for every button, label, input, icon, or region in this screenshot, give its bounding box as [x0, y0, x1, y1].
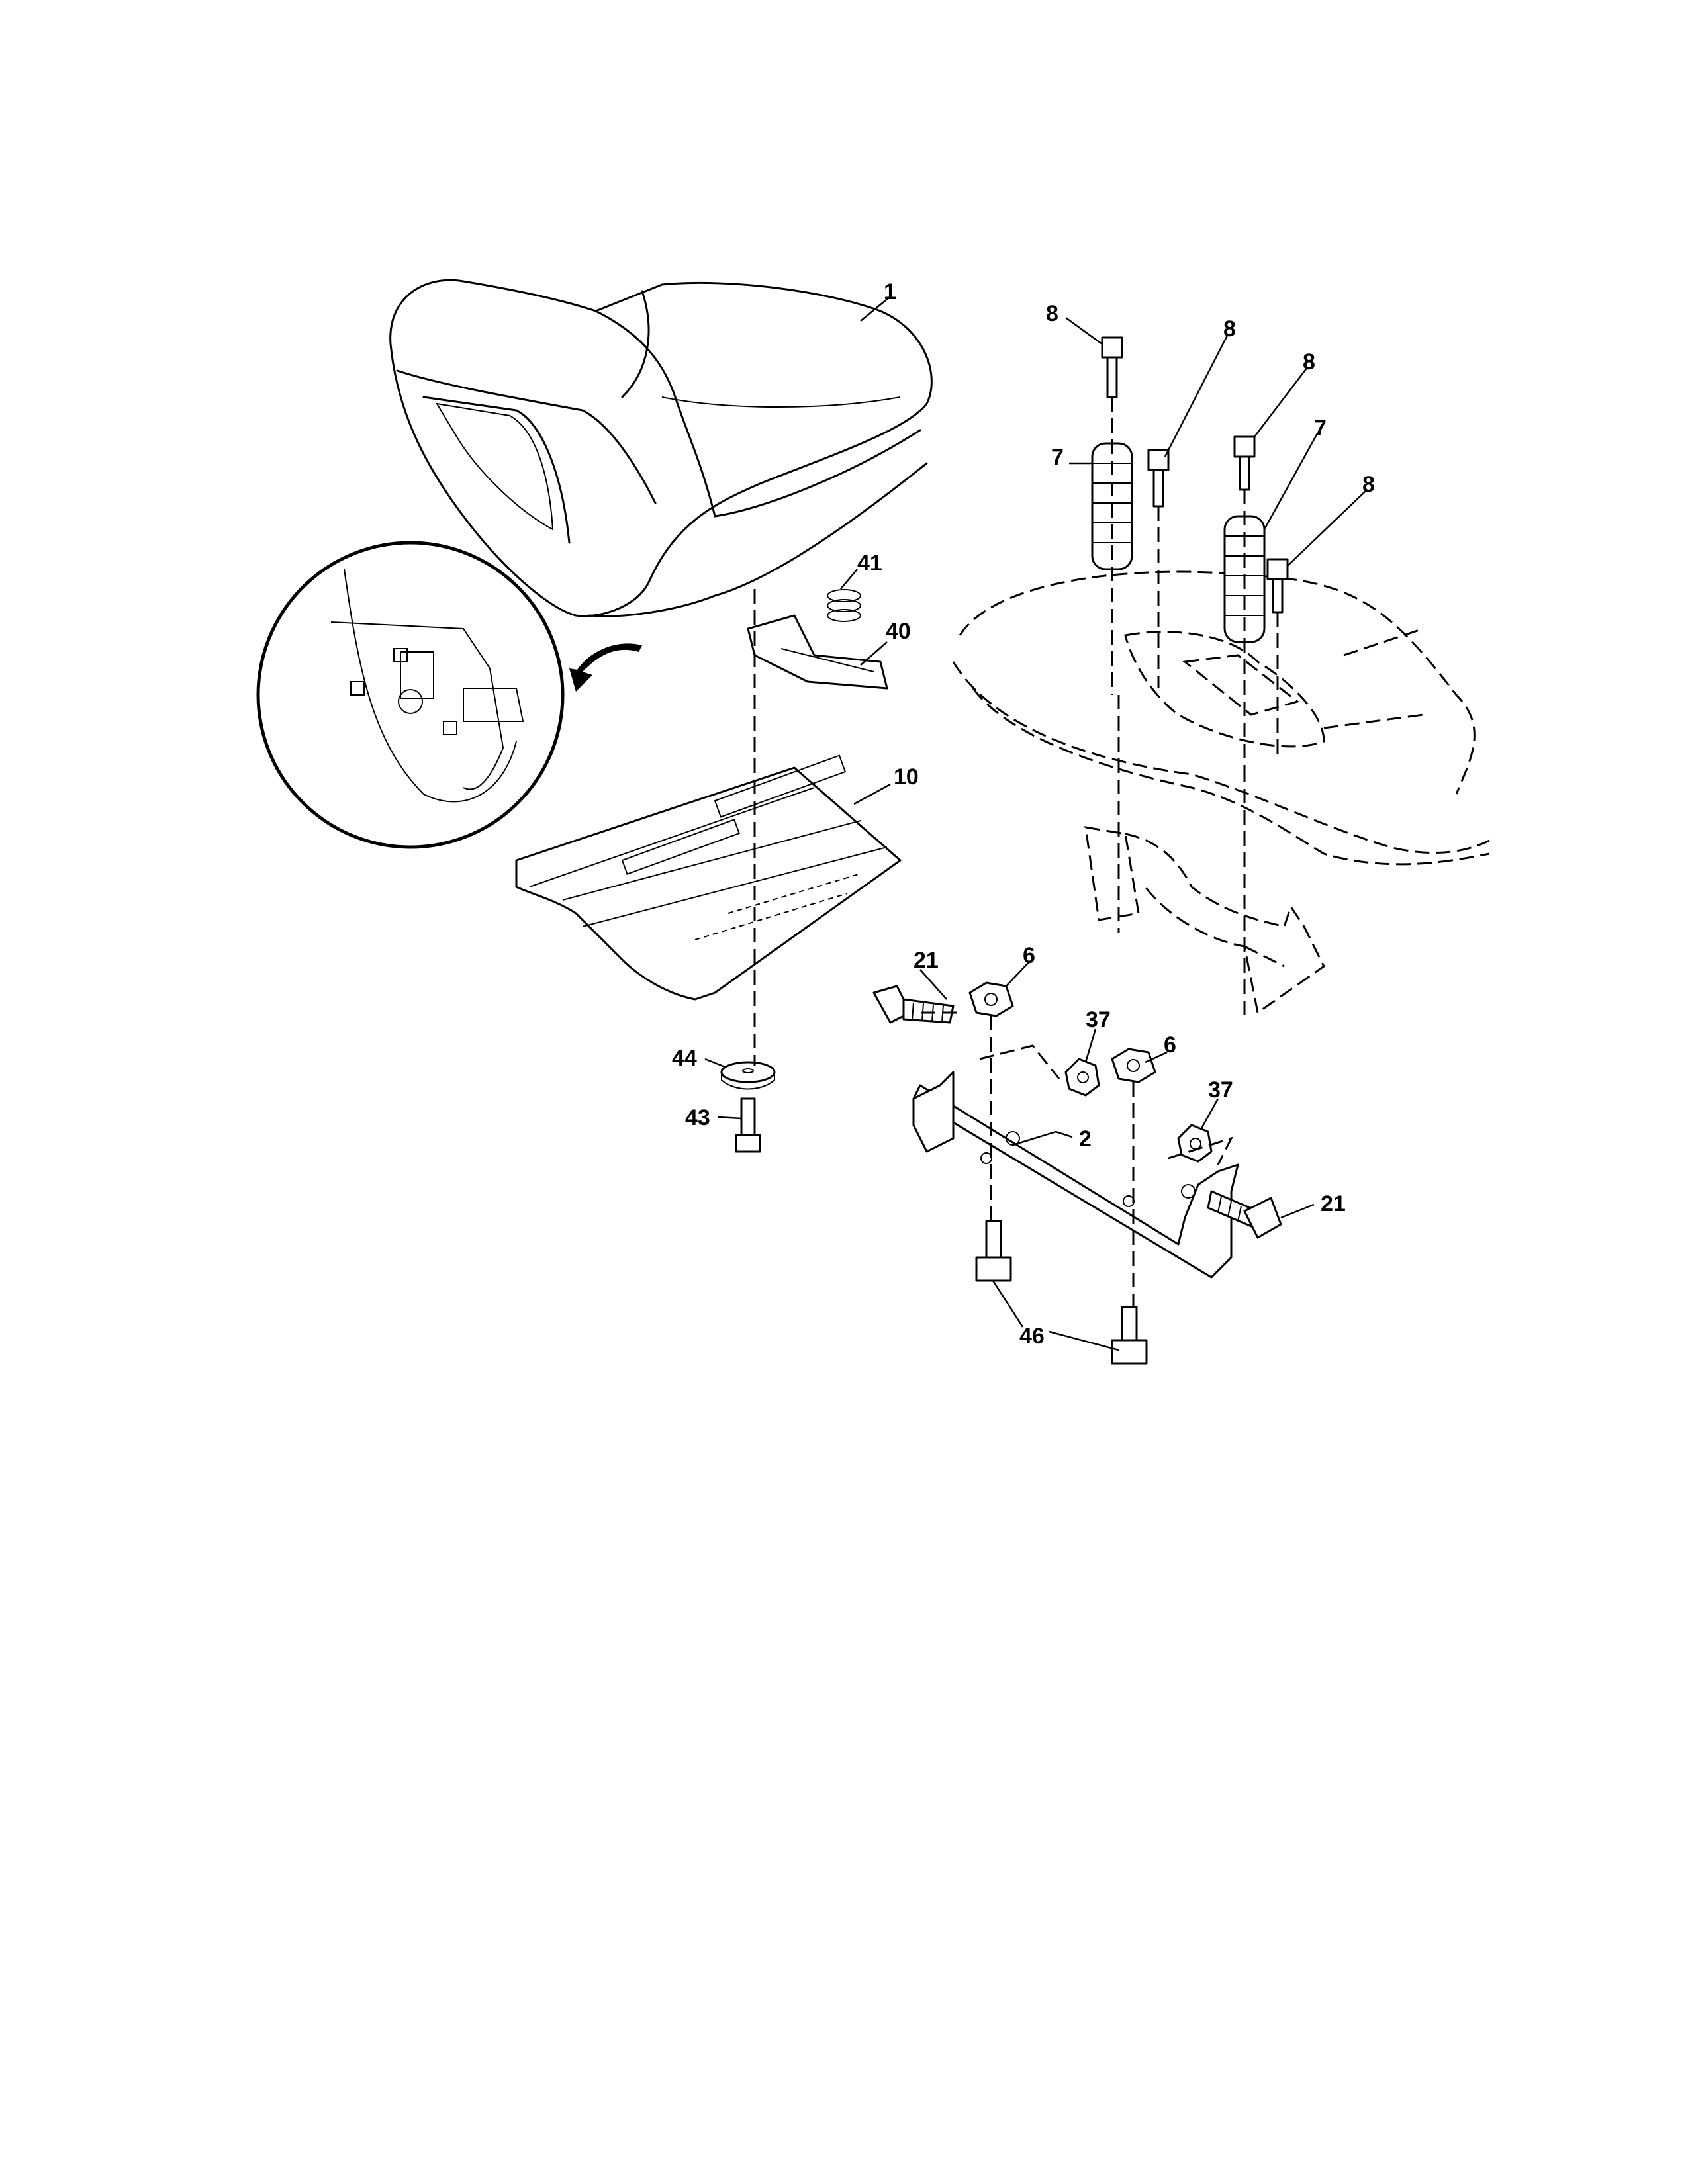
bolt-8-a — [1101, 336, 1123, 398]
callout-8a: 8 — [1046, 301, 1058, 326]
bolt-8-d — [1266, 558, 1289, 614]
frame-outline — [952, 570, 1490, 1015]
nut-37-a — [1064, 1058, 1100, 1097]
callout-21b: 21 — [1321, 1191, 1346, 1216]
bracket-40 — [747, 614, 888, 690]
callout-21a: 21 — [914, 948, 939, 973]
callout-10: 10 — [894, 764, 919, 790]
bolt-21-left — [872, 985, 955, 1024]
callout-7a: 7 — [1051, 445, 1064, 470]
nut-6-b — [1111, 1048, 1156, 1083]
bolt-46-left — [975, 1220, 1012, 1282]
callout-8b: 8 — [1223, 316, 1236, 341]
bracket-2 — [912, 1071, 1239, 1279]
nut-37-b — [1177, 1124, 1213, 1163]
callout-8d: 8 — [1362, 472, 1375, 497]
callout-43: 43 — [685, 1105, 710, 1130]
callout-6b: 6 — [1164, 1032, 1176, 1058]
callout-7b: 7 — [1314, 416, 1327, 441]
callout-1: 1 — [884, 279, 896, 304]
assembly-lines — [753, 397, 1279, 1307]
bolt-43 — [735, 1097, 761, 1153]
seat-pan-10 — [515, 754, 902, 1001]
callout-37a: 37 — [1086, 1007, 1111, 1032]
bolt-8-b — [1147, 449, 1170, 508]
callout-46: 46 — [1019, 1324, 1045, 1349]
washer-44 — [720, 1061, 776, 1090]
detail-inset — [256, 541, 642, 849]
nut-6-a — [968, 981, 1014, 1017]
bolt-46-right — [1111, 1306, 1148, 1365]
callout-8c: 8 — [1303, 349, 1315, 375]
callout-2: 2 — [1079, 1126, 1092, 1152]
callout-labels: 1 2 6 6 7 7 8 8 8 8 10 21 21 37 37 40 41… — [672, 279, 1375, 1349]
callout-40: 40 — [886, 619, 911, 644]
spring-41 — [827, 589, 861, 622]
leader-lines — [704, 296, 1368, 1351]
callout-41: 41 — [857, 551, 882, 576]
callout-6a: 6 — [1023, 943, 1035, 968]
seat — [389, 279, 933, 617]
callout-37b: 37 — [1208, 1077, 1233, 1103]
callout-44: 44 — [672, 1046, 697, 1071]
bolt-21-right — [1207, 1190, 1282, 1239]
bolt-8-c — [1233, 435, 1256, 491]
